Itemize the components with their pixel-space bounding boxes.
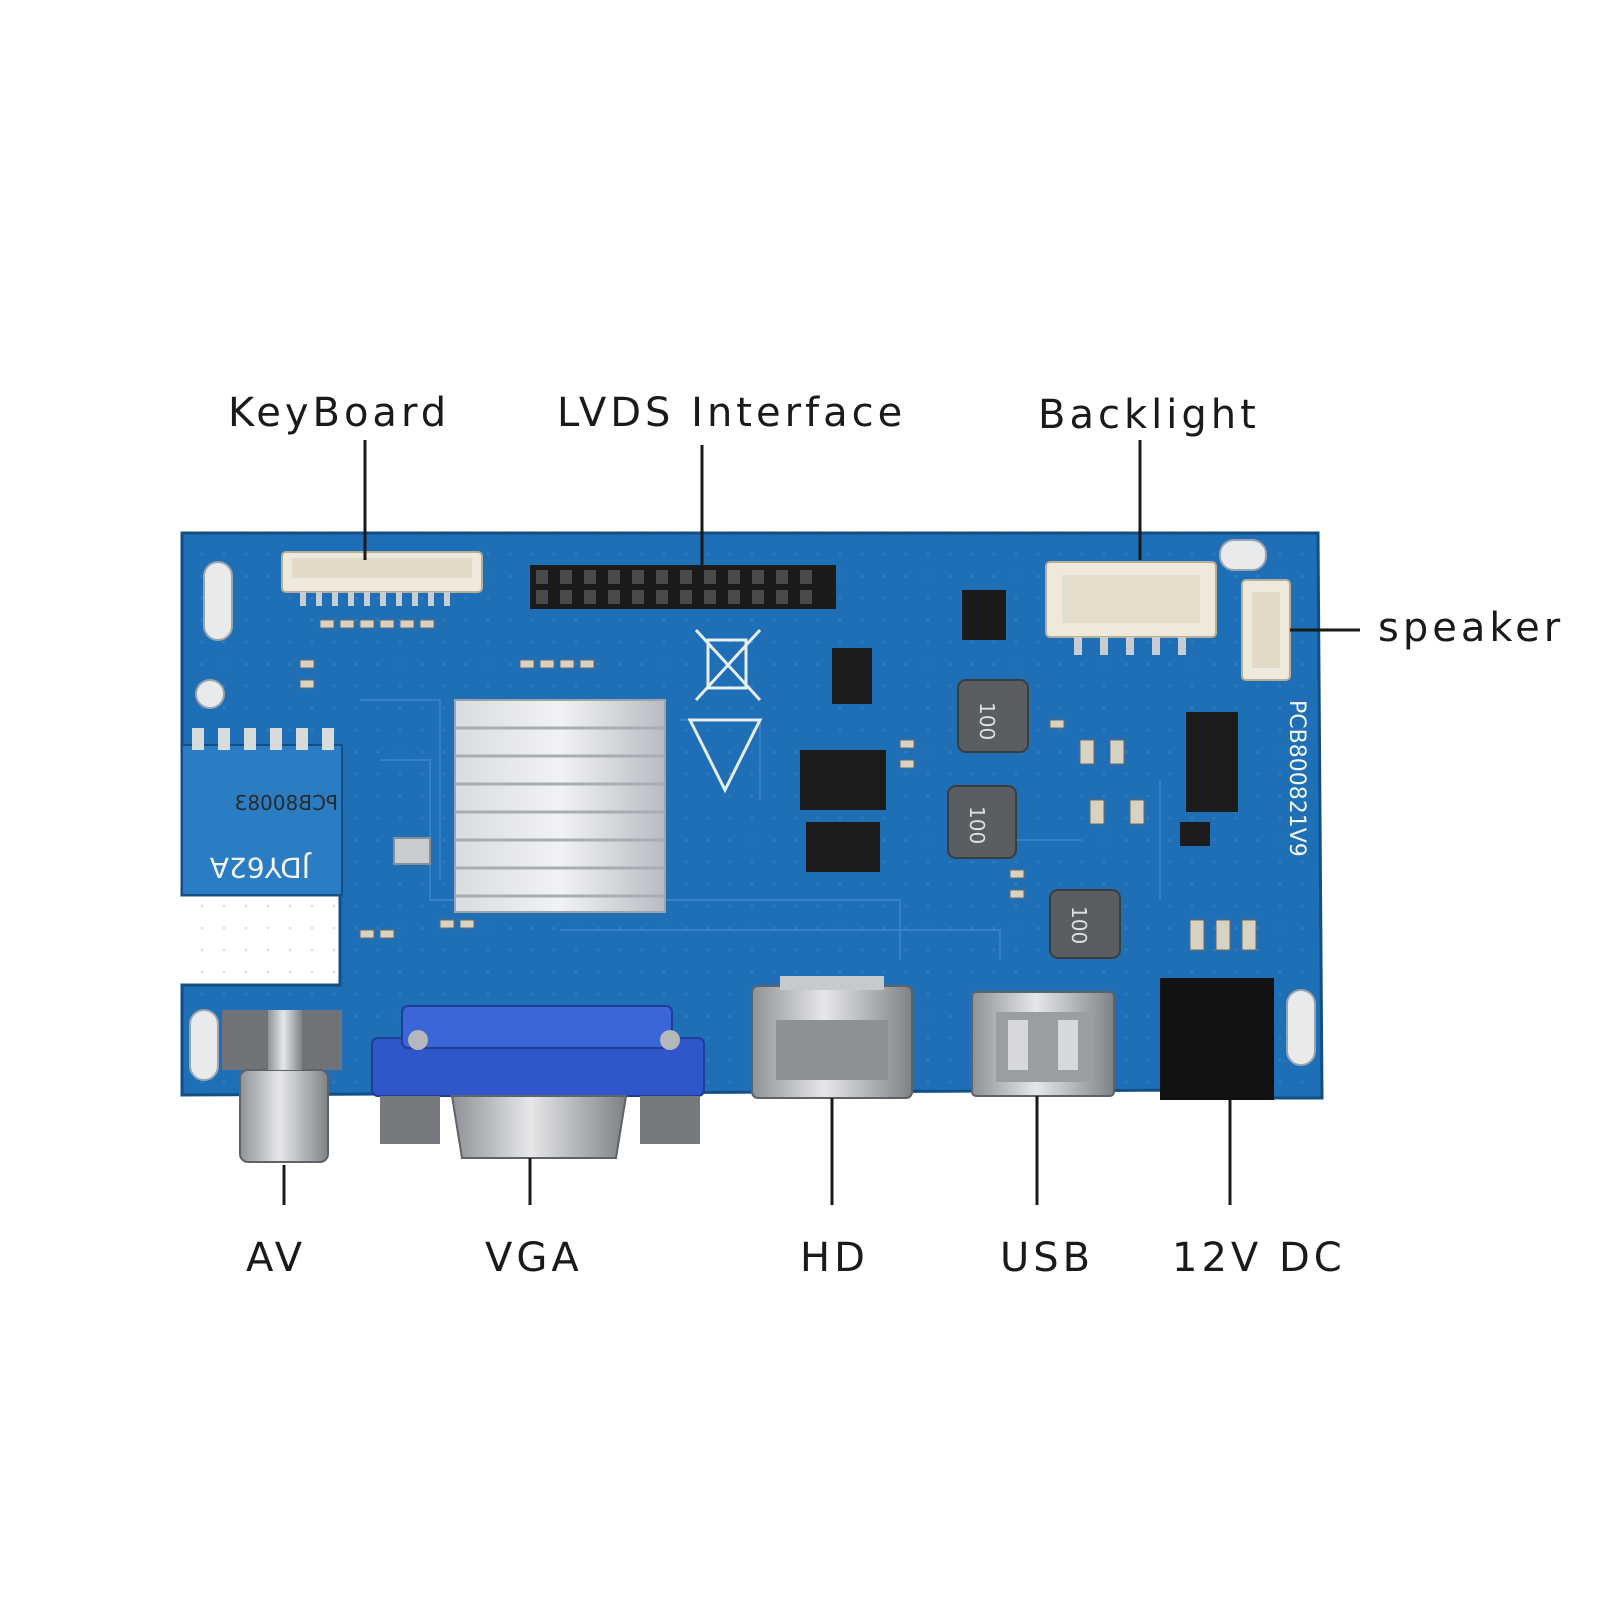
inductor-marking: 100 bbox=[1067, 906, 1091, 944]
mount-slot bbox=[1286, 989, 1316, 1066]
label-speaker: speaker bbox=[1378, 605, 1565, 651]
smd-components bbox=[299, 619, 1257, 951]
inductor-marking: 100 bbox=[975, 702, 999, 740]
backlight-connector bbox=[1045, 561, 1217, 655]
keyboard-connector bbox=[281, 551, 483, 606]
inductor-marking: 100 bbox=[965, 806, 989, 844]
mount-hole bbox=[195, 679, 225, 709]
label-backlight: Backlight bbox=[1038, 392, 1260, 438]
weee-bin-symbol-icon bbox=[694, 628, 762, 702]
esd-warning-symbol-icon bbox=[687, 718, 763, 794]
sub-board-model: JDY62A bbox=[210, 851, 312, 884]
label-hd: HD bbox=[800, 1235, 869, 1281]
hd-port bbox=[751, 976, 913, 1099]
label-av: AV bbox=[246, 1235, 307, 1281]
label-keyboard: KeyBoard bbox=[228, 390, 451, 436]
sub-board bbox=[181, 728, 343, 896]
label-vga: VGA bbox=[485, 1235, 583, 1281]
crystal bbox=[393, 837, 431, 865]
jumper-header bbox=[962, 590, 1006, 640]
pcb-model-mirrored: PCB80083 bbox=[235, 791, 338, 815]
ic-chips bbox=[800, 648, 1238, 872]
mount-slot bbox=[203, 561, 233, 641]
label-usb: USB bbox=[1000, 1235, 1095, 1281]
mount-slot bbox=[189, 1009, 219, 1081]
av-rca-jack bbox=[222, 1010, 342, 1163]
callout-lines bbox=[282, 440, 1360, 1205]
label-lvds-interface: LVDS Interface bbox=[557, 390, 907, 436]
inductors bbox=[947, 679, 1121, 959]
heatsink bbox=[454, 699, 666, 913]
speaker-connector bbox=[1241, 579, 1291, 681]
pcb-model-vertical: PCB800821V9 bbox=[1284, 700, 1309, 857]
dc-power-jack bbox=[1160, 978, 1274, 1100]
mount-slot bbox=[1219, 539, 1267, 571]
usb-port bbox=[971, 991, 1115, 1097]
lvds-pin-header bbox=[530, 565, 836, 609]
vga-port bbox=[371, 1005, 705, 1159]
label-12v-dc: 12V DC bbox=[1172, 1235, 1346, 1281]
